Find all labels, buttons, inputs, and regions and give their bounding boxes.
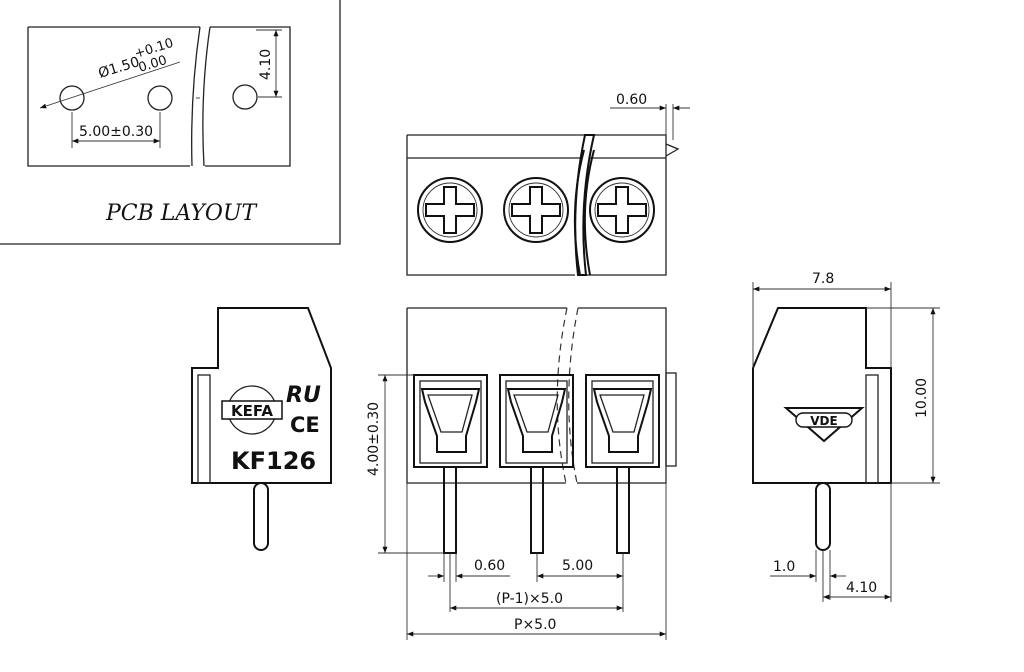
pcb-layout-title: PCB LAYOUT <box>105 201 259 226</box>
inner-span-label: (P-1)×5.0 <box>496 591 563 607</box>
pcb-layout-frame <box>0 0 341 245</box>
clamp-cavity <box>413 374 488 468</box>
pcb-pitch-label: 5.00±0.30 <box>79 124 153 140</box>
total-span-label: P×5.0 <box>514 617 556 633</box>
solder-pin <box>815 482 831 551</box>
vde-mark: VDE <box>783 407 865 443</box>
svg-text:VDE: VDE <box>810 414 837 428</box>
clamp-cavity <box>499 374 574 468</box>
left-side-view: KEFA RU CE KF126 <box>191 307 332 551</box>
model-number: KF126 <box>231 447 316 475</box>
pcb-row-offset-label: 4.10 <box>258 49 274 80</box>
right-side-view: VDE 7.8 10.00 1.0 4.10 <box>752 271 940 602</box>
body-height-label: 4.00±0.30 <box>366 402 382 476</box>
screw-head <box>589 177 655 243</box>
pin-diameter-label: 1.0 <box>773 559 795 575</box>
break-line <box>202 26 211 167</box>
tab-width-label: 0.60 <box>616 92 647 108</box>
height-label: 10.00 <box>914 378 930 418</box>
screw-head <box>417 177 483 243</box>
pcb-hole <box>232 84 258 110</box>
solder-pin <box>253 482 269 551</box>
solder-pin <box>443 466 457 554</box>
pitch-label: 5.00 <box>562 558 593 574</box>
clamp-cavity <box>585 374 660 468</box>
pcb-hole <box>147 85 173 111</box>
kefa-logo: KEFA <box>221 385 283 435</box>
pcb-layout-panel: Ø1.50 +0.10 0.00 5.00±0.30 4.10 PCB LAYO… <box>0 0 341 245</box>
break-line <box>191 26 201 167</box>
svg-text:KEFA: KEFA <box>231 402 273 420</box>
hole-diameter-label: Ø1.50 <box>96 54 141 82</box>
screw-head <box>503 177 569 243</box>
front-view: 4.00±0.30 0.60 5.00 (P-1)×5.0 P×5.0 <box>366 307 677 640</box>
pin-width-label: 0.60 <box>474 558 505 574</box>
solder-pin <box>530 466 544 554</box>
top-view: 0.60 <box>406 92 690 276</box>
depth-label: 7.8 <box>812 271 834 287</box>
solder-pin <box>616 466 630 554</box>
ce-mark: CE <box>290 413 320 437</box>
ul-mark: RU <box>286 383 321 408</box>
pin-offset-label: 4.10 <box>846 580 877 596</box>
pcb-hole <box>59 85 85 111</box>
